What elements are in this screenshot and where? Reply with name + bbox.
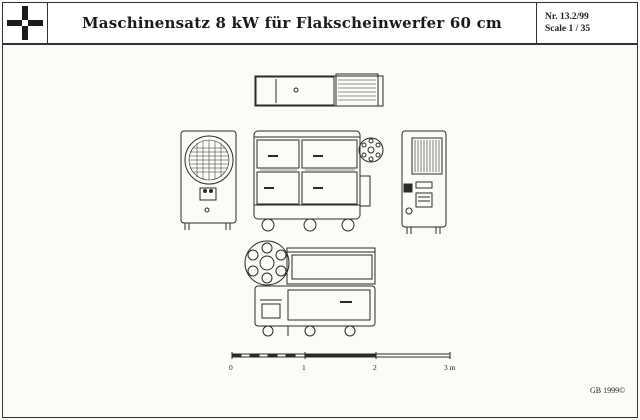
drawing-scale: Scale 1 / 35: [545, 24, 591, 34]
front-view: [180, 130, 237, 230]
scale-label-3: 3 m: [444, 363, 456, 372]
bottom-view: [244, 240, 376, 337]
meta-cell: Nr. 13.2/99 Scale 1 / 35: [537, 3, 637, 43]
copyright-note: GB 1999©: [590, 386, 626, 395]
top-view: [254, 73, 384, 107]
balkenkreuz-icon: [7, 6, 43, 40]
drawing-number: Nr. 13.2/99: [545, 12, 589, 22]
scale-label-1: 1: [302, 363, 306, 372]
drawing-title: Maschinensatz 8 kW für Flakscheinwerfer …: [82, 14, 502, 32]
title-block: Maschinensatz 8 kW für Flakscheinwerfer …: [2, 2, 638, 44]
scale-label-2: 2: [373, 363, 377, 372]
scale-label-0: 0: [229, 363, 233, 372]
scale-bar: [231, 352, 451, 359]
logo-cell: [3, 3, 48, 43]
title-cell: Maschinensatz 8 kW für Flakscheinwerfer …: [48, 3, 537, 43]
rear-view: [401, 130, 447, 234]
side-view: [253, 130, 384, 232]
